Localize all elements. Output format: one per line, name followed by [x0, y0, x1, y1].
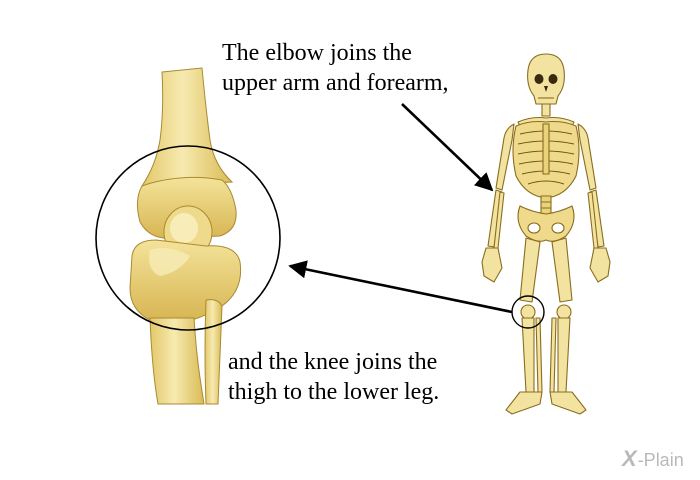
- xplain-logo: X-Plain: [622, 446, 684, 472]
- xplain-logo-mark: X: [622, 446, 637, 471]
- elbow-caption: The elbow joins the upper arm and forear…: [222, 38, 449, 98]
- elbow-arrow: [401, 103, 494, 192]
- knee-arrow: [288, 260, 513, 314]
- knee-caption-line-2: thigh to the lower leg.: [228, 379, 440, 405]
- knee-caption-line-1: and the knee joins the: [228, 349, 438, 375]
- magnifier-circle: [95, 145, 281, 331]
- xplain-logo-text: -Plain: [637, 450, 684, 470]
- knee-caption: and the knee joins the thigh to the lowe…: [228, 347, 439, 407]
- elbow-caption-line-1: The elbow joins the: [222, 40, 412, 66]
- skeleton-illustration: [481, 53, 611, 415]
- knee-joint-illustration: [129, 67, 242, 405]
- elbow-caption-line-2: upper arm and forearm,: [222, 70, 449, 96]
